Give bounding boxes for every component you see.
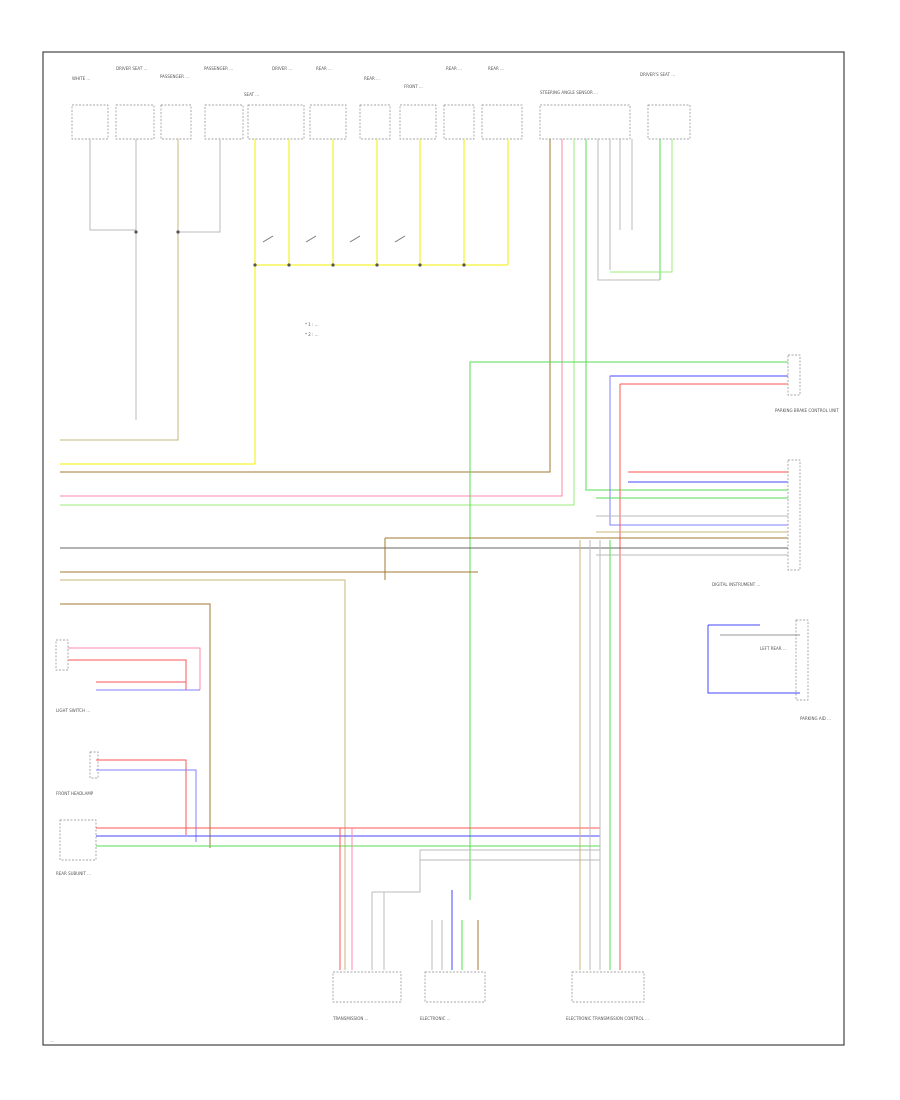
- top-wires: [60, 139, 788, 506]
- component-box-4: [204, 104, 244, 140]
- top-label-1: WHITE ...: [72, 76, 90, 81]
- wire-brown-lower: [60, 579, 346, 970]
- component-box-10: [481, 104, 523, 140]
- wire-red-light-2: [68, 659, 187, 690]
- right-label-1: PARKING BRAKE CONTROL UNIT: [775, 408, 839, 413]
- top-label-2: DRIVER SEAT ...: [116, 66, 147, 71]
- junction-dot: [287, 263, 291, 267]
- top-label-4: PASSENGER ...: [204, 66, 233, 71]
- left-label-2: FRONT HEADLAMP: [56, 791, 94, 796]
- wire-top-yellow-1: [60, 139, 256, 465]
- junction-dot: [375, 263, 379, 267]
- switch-2: [305, 235, 317, 243]
- right-label-4: PARKING AID ...: [800, 716, 831, 721]
- top-label-7: REAR ...: [316, 66, 332, 71]
- instrument-cluster-box: [787, 459, 801, 571]
- wire-blue-parking: [707, 624, 800, 694]
- parking-aid-box: [795, 619, 809, 701]
- component-box-8: [399, 104, 437, 140]
- rear-subunit-box: [59, 819, 97, 861]
- headlamp-box: [89, 751, 99, 779]
- switch-1: [262, 235, 274, 243]
- parking-brake-box: [787, 354, 801, 396]
- component-box-11: [539, 104, 631, 140]
- page-footer: ...: [50, 1038, 54, 1043]
- light-switch-box: [55, 639, 69, 671]
- component-box-9: [443, 104, 475, 140]
- bottom-wires: [339, 540, 611, 970]
- wire-top-green-1: [60, 139, 575, 506]
- wire-red-light-1: [68, 647, 201, 690]
- junction-dot: [331, 263, 335, 267]
- bottom-components: [332, 971, 645, 1003]
- junction-dot: [462, 263, 466, 267]
- top-label-6: DRIVER ...: [272, 66, 292, 71]
- electronic-box: [424, 971, 486, 1003]
- wire-brown-left: [60, 603, 211, 848]
- junction-dot: [176, 230, 180, 234]
- wire-top-4: [178, 139, 221, 233]
- bottom-label-3: ELECTRONIC TRANSMISSION CONTROL ...: [566, 1016, 649, 1021]
- component-box-2: [115, 104, 155, 140]
- wire-red-head: [96, 759, 187, 835]
- component-box-1: [71, 104, 109, 140]
- left-label-1: LIGHT SWITCH ...: [56, 708, 90, 713]
- component-box-6: [309, 104, 347, 140]
- wire-green-long: [469, 361, 788, 900]
- top-label-3: PASSENGER ...: [160, 74, 189, 79]
- diagram-frame: [42, 51, 845, 1046]
- top-label-10: REAR ...: [446, 66, 462, 71]
- connector-dots: [134, 230, 466, 267]
- top-label-8: REAR ...: [364, 76, 380, 81]
- wire-top-brown-1: [60, 139, 551, 473]
- right-wires: [60, 361, 800, 970]
- wire-top-1: [89, 139, 137, 232]
- wire-top-green-2: [585, 139, 788, 491]
- bottom-label-2: ELECTRONIC ...: [420, 1016, 451, 1021]
- component-box-12: [647, 104, 691, 140]
- top-label-12: STEERING ANGLE SENSOR ...: [540, 90, 598, 95]
- etcm-box: [571, 971, 645, 1003]
- right-label-2: DIGITAL INSTRUMENT ...: [712, 582, 760, 587]
- wire-top-green-4: [610, 139, 673, 273]
- left-components: [55, 639, 99, 861]
- wire-blue-vert: [609, 376, 788, 526]
- component-box-3: [160, 104, 192, 140]
- wire-top-3: [60, 139, 179, 441]
- top-label-5: SEAT ...: [244, 92, 259, 97]
- top-component-labels: WHITE ... DRIVER SEAT ... PASSENGER ... …: [72, 66, 675, 97]
- transmission-box: [332, 971, 402, 1003]
- wire-top-red-1: [60, 139, 563, 497]
- switch-3: [349, 235, 361, 243]
- right-label-3: LEFT REAR ...: [760, 646, 787, 651]
- component-box-5: [247, 104, 305, 140]
- left-label-3: REAR SUBUNIT ...: [56, 871, 91, 876]
- wire-top-gray-1: [597, 139, 660, 281]
- right-components: [787, 354, 809, 701]
- top-label-11: REAR ...: [488, 66, 504, 71]
- bottom-label-1: TRANSMISSION ...: [332, 1016, 368, 1021]
- component-box-7: [359, 104, 391, 140]
- junction-dot: [418, 263, 422, 267]
- top-label-13: DRIVER'S SEAT ...: [640, 72, 675, 77]
- top-components: [71, 104, 691, 140]
- legend-line-2: * 2 : ...: [305, 332, 319, 337]
- wire-blue-head: [96, 769, 197, 842]
- top-label-9: FRONT ...: [404, 84, 423, 89]
- legend-line-1: * 1 : ...: [305, 322, 319, 327]
- wire-gray-top: [372, 850, 421, 893]
- left-wires: [60, 603, 600, 861]
- junction-dot: [134, 230, 138, 234]
- junction-dot: [253, 263, 257, 267]
- switch-4: [394, 235, 406, 243]
